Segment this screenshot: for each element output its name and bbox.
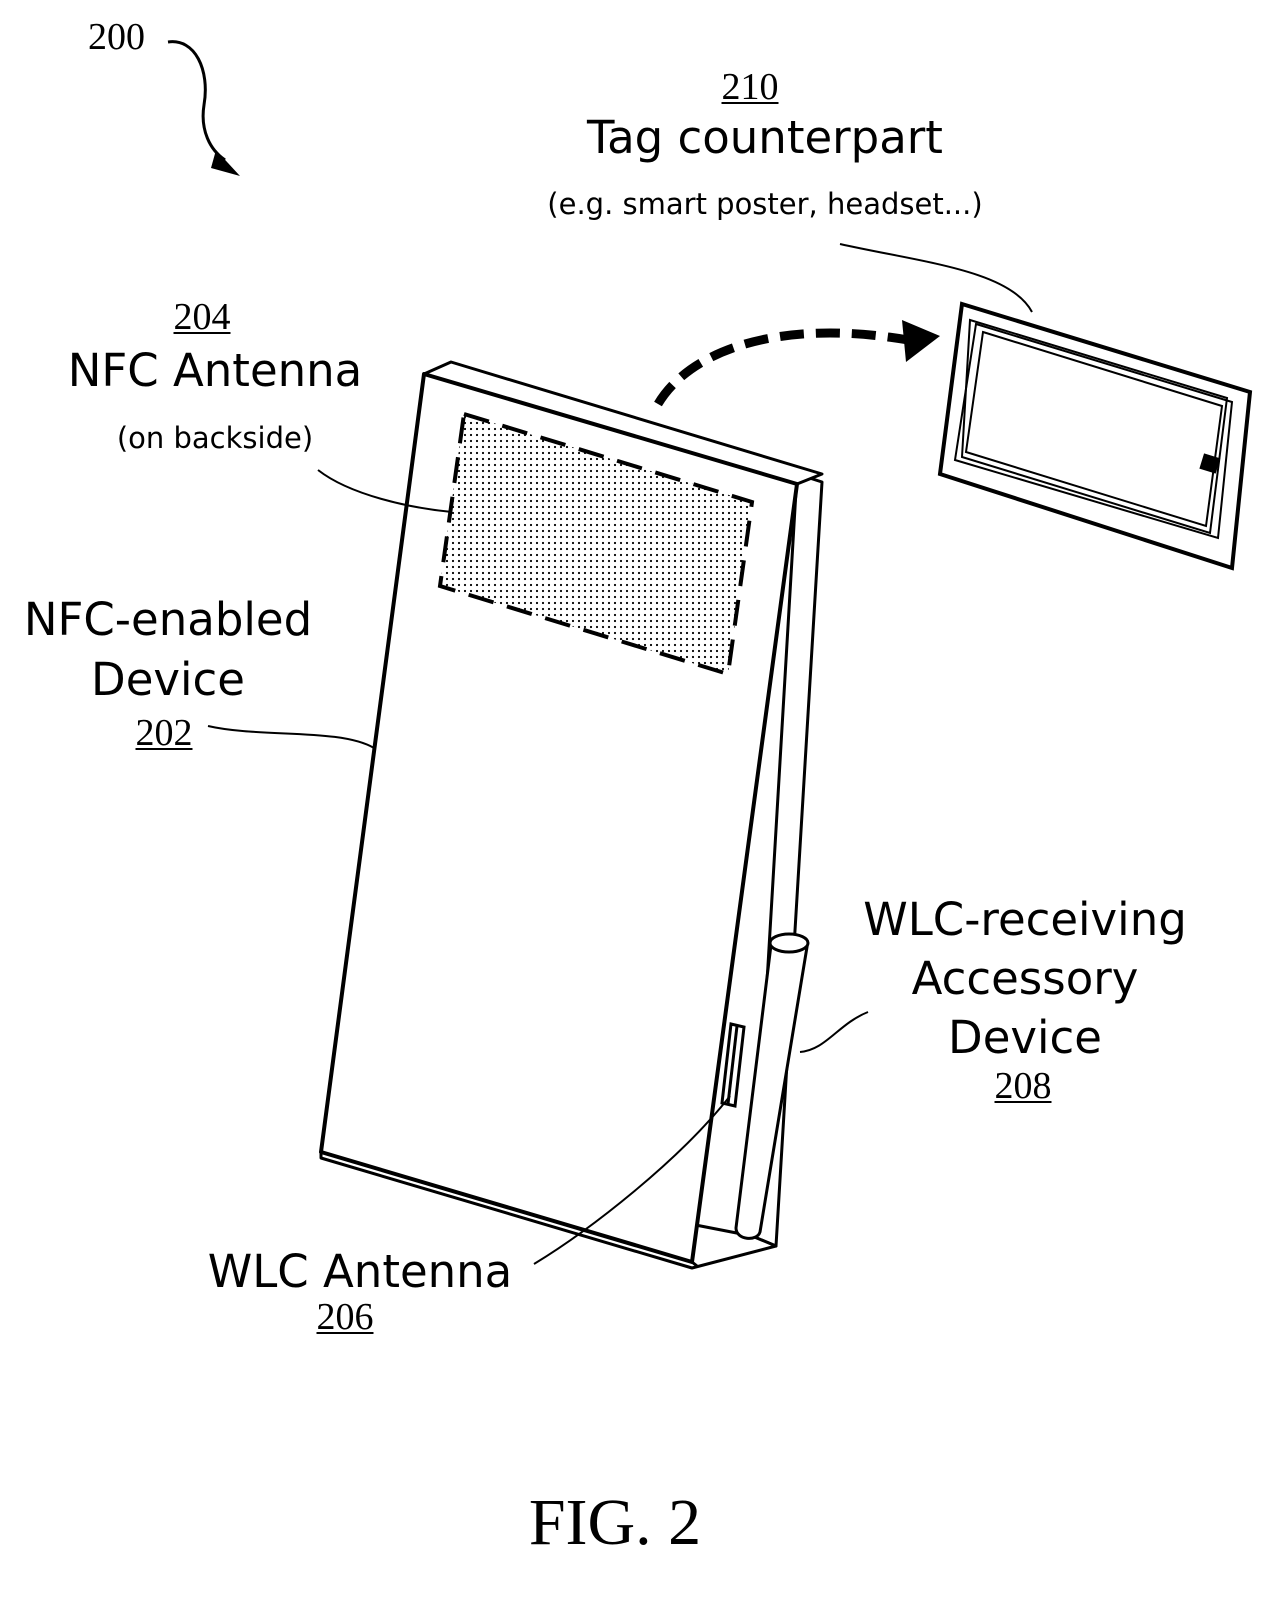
tag-example: (e.g. smart poster, headset...) (495, 190, 1035, 219)
nfc-communication-arrow (658, 320, 940, 404)
nfc-antenna-ref-number: 204 (142, 298, 262, 336)
wlc-antenna-ref-number: 206 (285, 1298, 405, 1336)
nfc-device-ref-number: 202 (104, 714, 224, 752)
figure-ref-number: 200 (88, 18, 145, 56)
accessory-title-line1: WLC-receiving (840, 897, 1210, 942)
wlc-antenna-slot (722, 1024, 744, 1106)
tag-title: Tag counterpart (520, 115, 1010, 160)
accessory-title-line3: Device (840, 1015, 1210, 1060)
accessory-ref-number: 208 (963, 1067, 1083, 1105)
figure-caption: FIG. 2 (440, 1490, 790, 1556)
nfc-device-title-line1: NFC-enabled (8, 597, 328, 642)
accessory-title-line2: Accessory (840, 956, 1210, 1001)
wlc-antenna-title: WLC Antenna (180, 1249, 540, 1294)
nfc-antenna-title: NFC Antenna (40, 348, 390, 393)
nfc-device-title-line2: Device (8, 657, 328, 702)
tag-counterpart-card (940, 304, 1250, 568)
leader-nfc-device (208, 726, 374, 748)
leader-tag (840, 244, 1032, 312)
tag-ref-number: 210 (690, 68, 810, 106)
nfc-antenna-note: (on backside) (90, 424, 340, 453)
ref-200-arrow (168, 42, 240, 176)
